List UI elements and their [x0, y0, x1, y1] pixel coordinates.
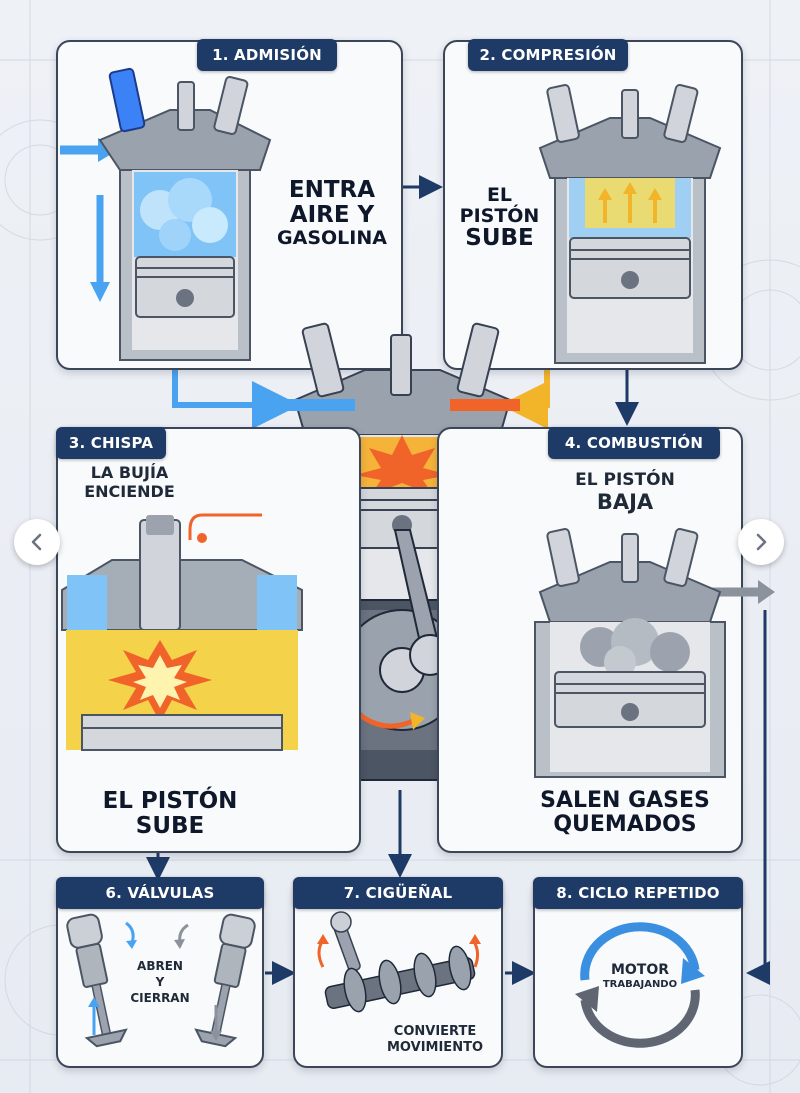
carousel-prev-button[interactable] — [14, 519, 60, 565]
crankshaft-illustration — [317, 911, 481, 1013]
ciguenal-label-2: MOVIMIENTO — [387, 1040, 483, 1056]
chispa-line-2: SUBE — [135, 812, 205, 839]
combustion-line-1: SALEN GASES — [540, 788, 710, 813]
arrow-1-to-center — [172, 370, 300, 429]
engine-intake-illustration — [60, 67, 272, 361]
tab-valvulas: 6. VÁLVULAS — [56, 877, 264, 909]
tab-ciclo: 8. CICLO REPETIDO — [533, 877, 743, 909]
valvulas-label: ABREN Y CIERRAN — [115, 958, 205, 1007]
compresion-text: EL PISTÓN SUBE — [452, 185, 547, 251]
combustion-caption-2: BAJA — [596, 490, 654, 515]
ciclo-label: MOTOR TRABAJANDO — [585, 962, 695, 991]
tab-compresion: 2. COMPRESIÓN — [468, 39, 628, 71]
valves-illustration — [66, 913, 256, 1048]
tab-chispa: 3. CHISPA — [56, 427, 166, 459]
tab-combustion: 4. COMBUSTIÓN — [548, 427, 720, 459]
valvulas-label-3: CIERRAN — [130, 991, 190, 1006]
combustion-caption: EL PISTÓN BAJA — [555, 470, 695, 516]
chispa-caption-1: LA BUJÍA — [90, 463, 169, 482]
ciguenal-label-1: CONVIERTE — [393, 1024, 477, 1039]
chevron-right-icon — [756, 533, 767, 551]
ciguenal-label: CONVIERTE MOVIMIENTO — [375, 1024, 495, 1057]
chevron-left-icon — [31, 533, 42, 551]
admision-line-1: ENTRA — [288, 177, 376, 203]
combustion-line-2: QUEMADOS — [553, 811, 697, 837]
combustion-text: SALEN GASES QUEMADOS — [525, 789, 725, 837]
valvulas-label-1: ABREN — [137, 959, 183, 973]
admision-text: ENTRA AIRE Y GASOLINA — [262, 178, 402, 248]
ciclo-label-1: MOTOR — [610, 962, 670, 978]
spark-plug-illustration — [61, 513, 303, 751]
engine-compression-illustration — [538, 83, 722, 364]
valvulas-label-2: Y — [155, 975, 165, 990]
arrow-2-to-center — [500, 370, 550, 429]
compresion-line-3: SUBE — [465, 225, 534, 252]
admision-line-3: GASOLINA — [277, 226, 387, 249]
compresion-line-1: EL — [486, 184, 513, 206]
engine-exhaust-illustration — [534, 527, 775, 778]
tab-ciguenal: 7. CIGÜEÑAL — [293, 877, 503, 909]
chispa-caption-2: ENCIENDE — [84, 482, 175, 502]
carousel-next-button[interactable] — [738, 519, 784, 565]
chispa-text: EL PISTÓN SUBE — [80, 789, 260, 839]
tab-admision: 1. ADMISIÓN — [197, 39, 337, 71]
arrow-4-to-8 — [746, 610, 770, 985]
cycle-arrows-icon — [575, 922, 705, 1048]
chispa-line-1: EL PISTÓN — [102, 788, 238, 814]
ciclo-label-2: TRABAJANDO — [602, 978, 678, 990]
compresion-line-2: PISTÓN — [459, 204, 540, 227]
admision-line-2: AIRE Y — [289, 201, 375, 228]
chispa-caption: LA BUJÍA ENCIENDE — [62, 463, 197, 501]
combustion-caption-1: EL PISTÓN — [575, 470, 675, 490]
